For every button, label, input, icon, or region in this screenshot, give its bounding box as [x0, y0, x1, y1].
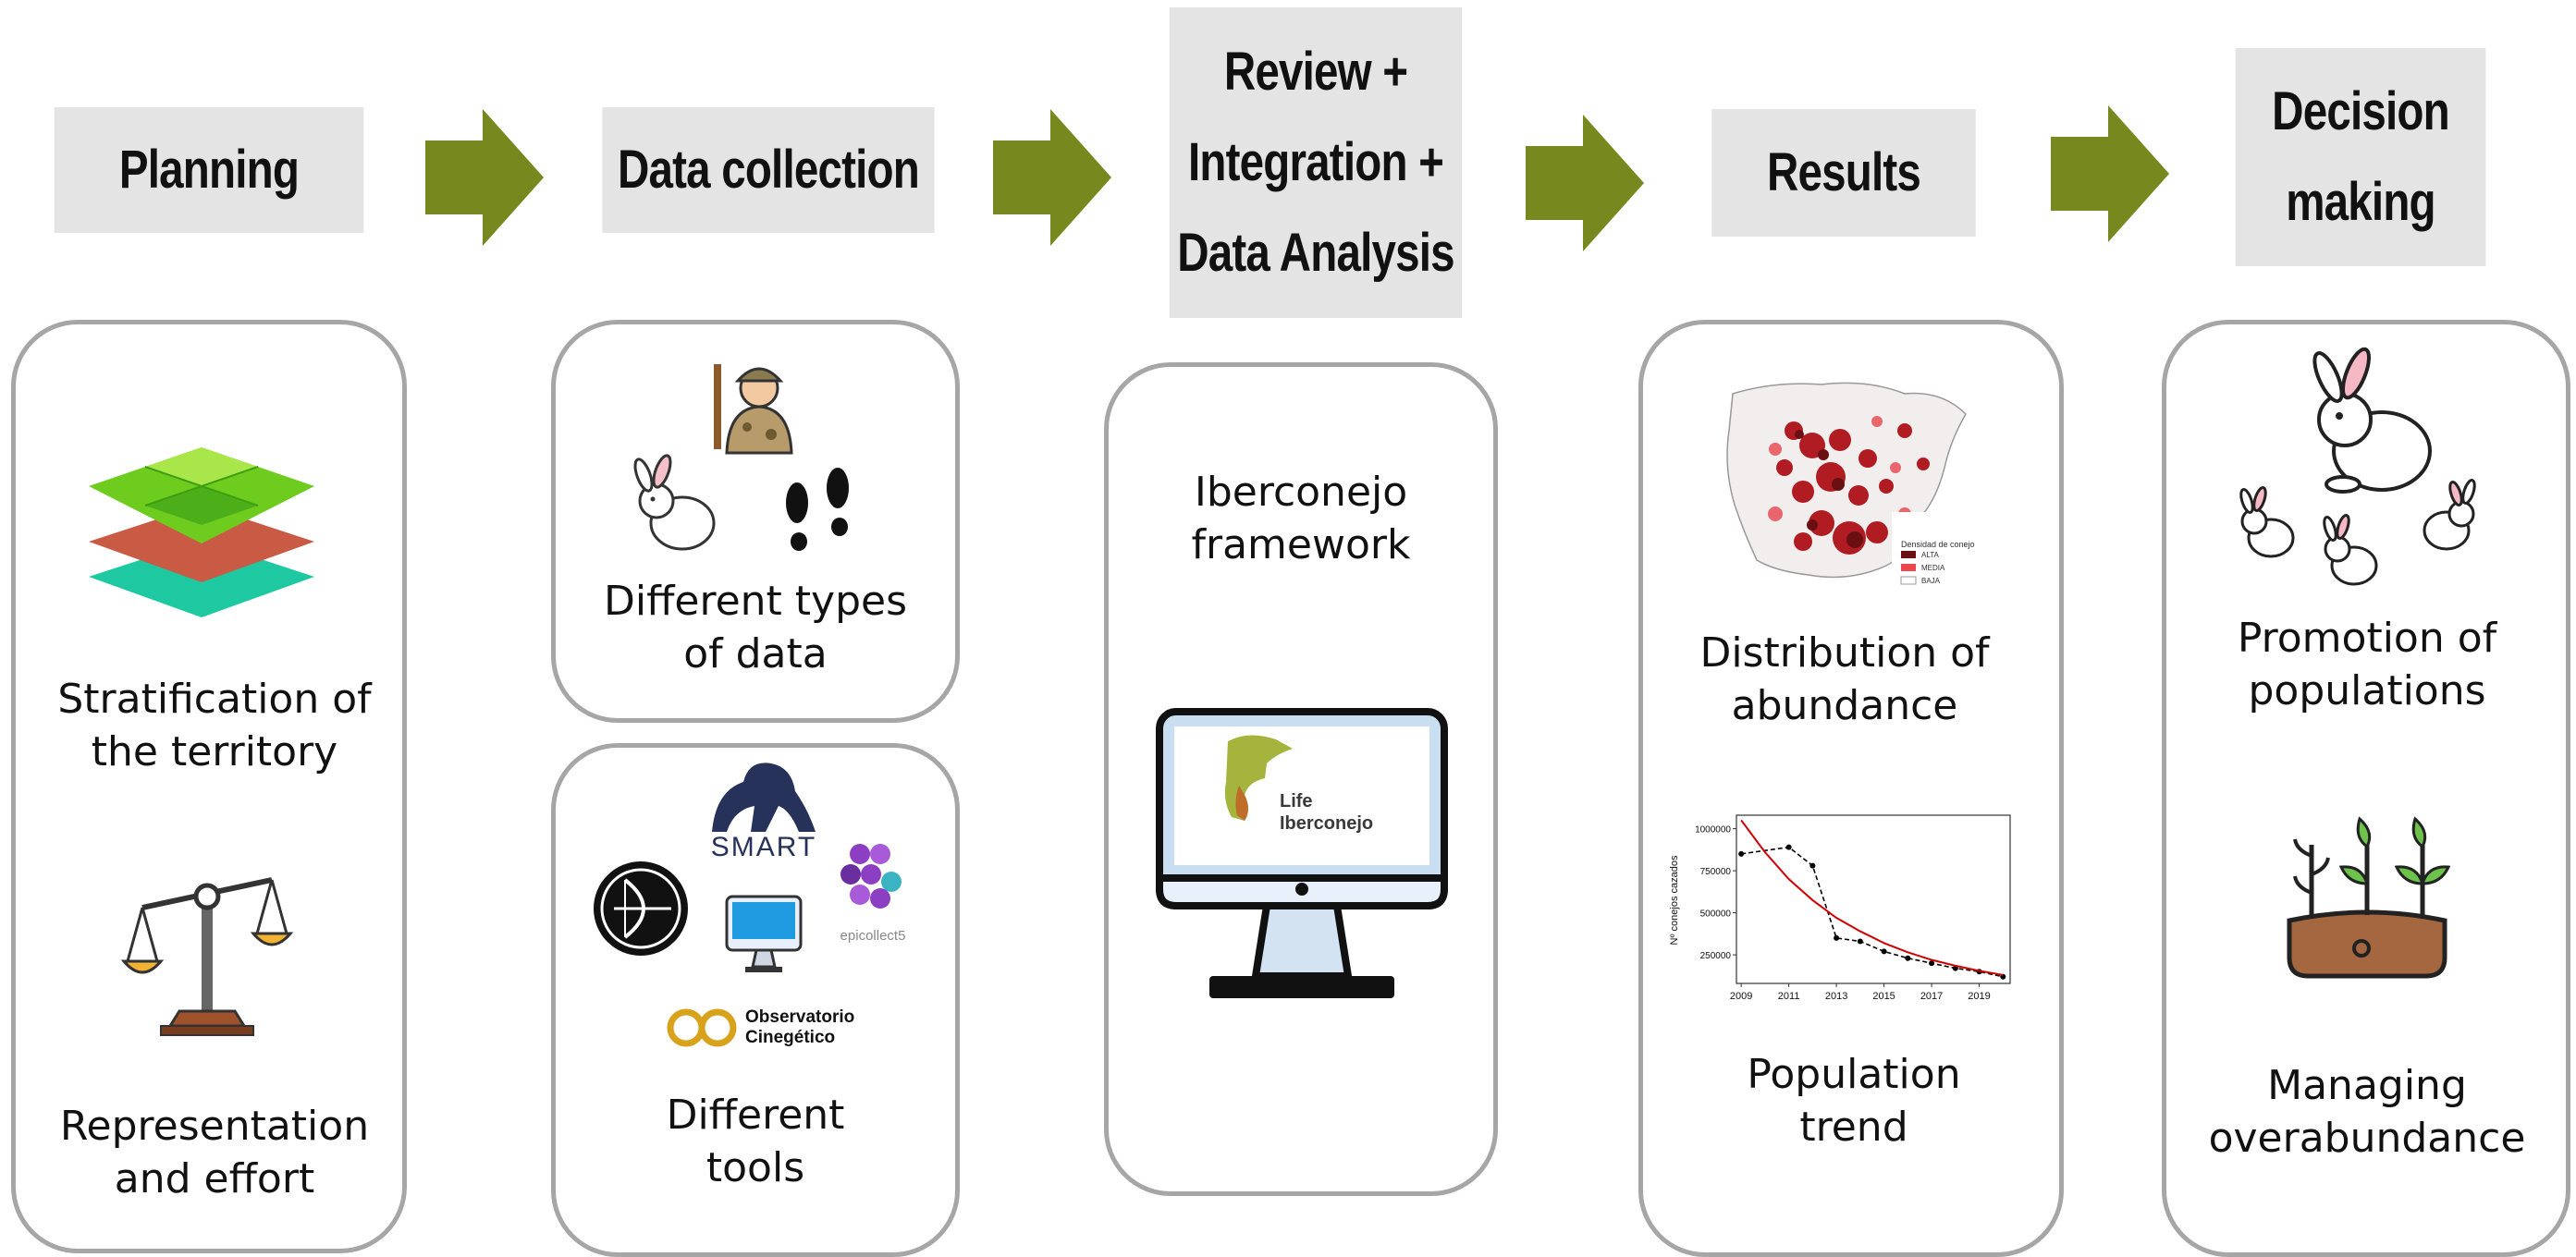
observatorio-logo-icon	[667, 1008, 737, 1047]
arrow-right-icon	[993, 109, 1111, 246]
observatorio-text-1: Observatorio	[745, 1007, 855, 1027]
header-data-collection: Data collection	[602, 107, 935, 233]
series-point	[1929, 960, 1935, 967]
map-legend-media: MEDIA	[1921, 564, 1945, 572]
soldier-icon	[714, 364, 793, 455]
chart-frame	[1736, 814, 2011, 984]
map-legend-title: Densidad de conejo	[1901, 540, 1975, 549]
x-tick-label: 2011	[1778, 991, 1800, 1002]
series-point	[1785, 844, 1792, 850]
y-tick-label: 500000	[1700, 909, 1732, 920]
series-point	[1905, 955, 1911, 961]
computer-icon	[725, 895, 803, 972]
label-tools: Different tools	[666, 1092, 845, 1191]
rabbit-small-icon	[2323, 514, 2378, 586]
archer-logo-icon	[594, 861, 688, 956]
rabbit-large-icon	[2312, 347, 2432, 494]
y-tick-label: 250000	[1700, 951, 1732, 961]
arrow-right-icon	[1526, 115, 1644, 251]
smart-logo-text: SMART	[710, 832, 817, 862]
panther-icon	[712, 763, 816, 832]
arrow-right-icon	[425, 109, 544, 246]
label-representation: Representation and effort	[59, 1103, 370, 1202]
arrow-right-icon	[2051, 105, 2169, 242]
scale-icon	[120, 877, 294, 1036]
observatorio-text-2: Cinegético	[745, 1028, 836, 1047]
header-decision: Decision making	[2235, 48, 2486, 266]
x-tick-label: 2019	[1968, 991, 1990, 1002]
series-point	[1809, 862, 1816, 869]
x-tick-label: 2015	[1872, 991, 1895, 1002]
rabbit-icon	[633, 454, 716, 551]
series-fit-line	[1740, 819, 2004, 976]
label-promotion: Promotion of populations	[2237, 615, 2497, 714]
x-tick-label: 2009	[1730, 991, 1752, 1002]
crops-icon	[2287, 816, 2451, 979]
series-point	[1881, 948, 1887, 955]
label-overabundance: Managing overabundance	[2208, 1062, 2526, 1162]
abundance-map	[1726, 382, 1973, 586]
y-tick-label: 1000000	[1695, 825, 1731, 836]
label-iberconejo-framework: Iberconejo framework	[1191, 469, 1411, 568]
header-decision-text: Decision making	[2272, 81, 2449, 232]
label-stratification: Stratification of the territory	[57, 676, 372, 775]
rabbit-small-icon	[2423, 479, 2476, 551]
x-tick-label: 2013	[1825, 991, 1847, 1002]
series-point	[1738, 850, 1745, 857]
header-planning-text: Planning	[118, 140, 300, 200]
population-trend-chart: 2009 2011 2013 2015 2017 2019 250000 500000 7500…	[1669, 814, 2011, 1002]
header-review-text: Review + Integration + Data Analysis	[1177, 42, 1454, 283]
series-point	[1857, 938, 1863, 945]
header-review: Review + Integration + Data Analysis	[1169, 7, 1463, 318]
rabbit-small-icon	[2239, 486, 2295, 558]
monitor-icon	[1156, 708, 1448, 998]
label-population-trend: Population trend	[1747, 1051, 1961, 1151]
epicollect-logo-icon	[840, 844, 902, 909]
label-distribution: Distribution of abundance	[1699, 629, 1990, 729]
epicollect-text: epicollect5	[840, 928, 906, 944]
map-legend-baja: BAJA	[1921, 577, 1941, 585]
chart-ylabel: Nº conejos cazados	[1669, 855, 1680, 945]
header-results: Results	[1711, 109, 1976, 237]
screen-text-life: Life	[1280, 791, 1313, 812]
screen-text-iberconejo: Iberconejo	[1280, 813, 1374, 834]
layers-icon	[89, 447, 314, 617]
header-planning: Planning	[54, 107, 364, 233]
x-tick-label: 2017	[1920, 991, 1943, 1002]
footprints-icon	[786, 468, 849, 551]
header-data-collection-text: Data collection	[617, 140, 920, 200]
card-results	[1638, 320, 2064, 1257]
header-results-text: Results	[1766, 142, 1921, 202]
label-data-types: Different types of data	[603, 578, 908, 677]
map-legend-alta: ALTA	[1921, 551, 1939, 559]
y-tick-label: 750000	[1700, 867, 1732, 877]
series-point	[1834, 934, 1840, 941]
